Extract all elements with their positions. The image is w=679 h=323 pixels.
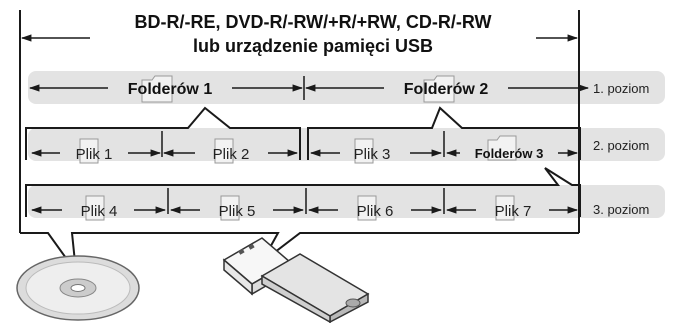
level-2-band [28, 128, 665, 161]
file-5-label: Plik 5 [219, 203, 256, 220]
folder-1-label: Folderów 1 [128, 81, 213, 98]
level-3-band [28, 185, 665, 218]
file-icon [495, 195, 515, 221]
folder-1-contents-bracket [25, 106, 301, 160]
file-1-label: Plik 1 [76, 146, 113, 163]
file-icon [85, 195, 105, 221]
file-icon [79, 138, 99, 164]
disc-callout [20, 232, 579, 276]
level-2-label: 2. poziom [593, 138, 649, 153]
folder-3-label: Folderów 3 [475, 146, 544, 161]
file-3-label: Plik 3 [354, 146, 391, 163]
disc-icon [16, 255, 140, 321]
file-icon [357, 195, 377, 221]
file-2-label: Plik 2 [213, 146, 250, 163]
folder-2-label: Folderów 2 [404, 81, 489, 98]
folder-3-contents-bracket [25, 167, 581, 217]
level-1-label: 1. poziom [593, 81, 649, 96]
level-3-label: 3. poziom [593, 202, 649, 217]
file-icon [354, 138, 374, 164]
file-7-label: Plik 7 [495, 203, 532, 220]
folder-icon [487, 135, 517, 161]
media-title-line-2: lub urządzenie pamięci USB [193, 36, 433, 56]
file-6-label: Plik 6 [357, 203, 394, 220]
media-title-line-1: BD-R/-RE, DVD-R/-RW/+R/+RW, CD-R/-RW [135, 12, 492, 32]
folder-icon [141, 75, 173, 103]
file-4-label: Plik 4 [81, 203, 118, 220]
folder-2-contents-bracket [307, 106, 581, 160]
usb-stick-icon [222, 237, 370, 323]
file-icon [214, 138, 234, 164]
file-icon [220, 195, 240, 221]
folder-icon [423, 75, 455, 103]
